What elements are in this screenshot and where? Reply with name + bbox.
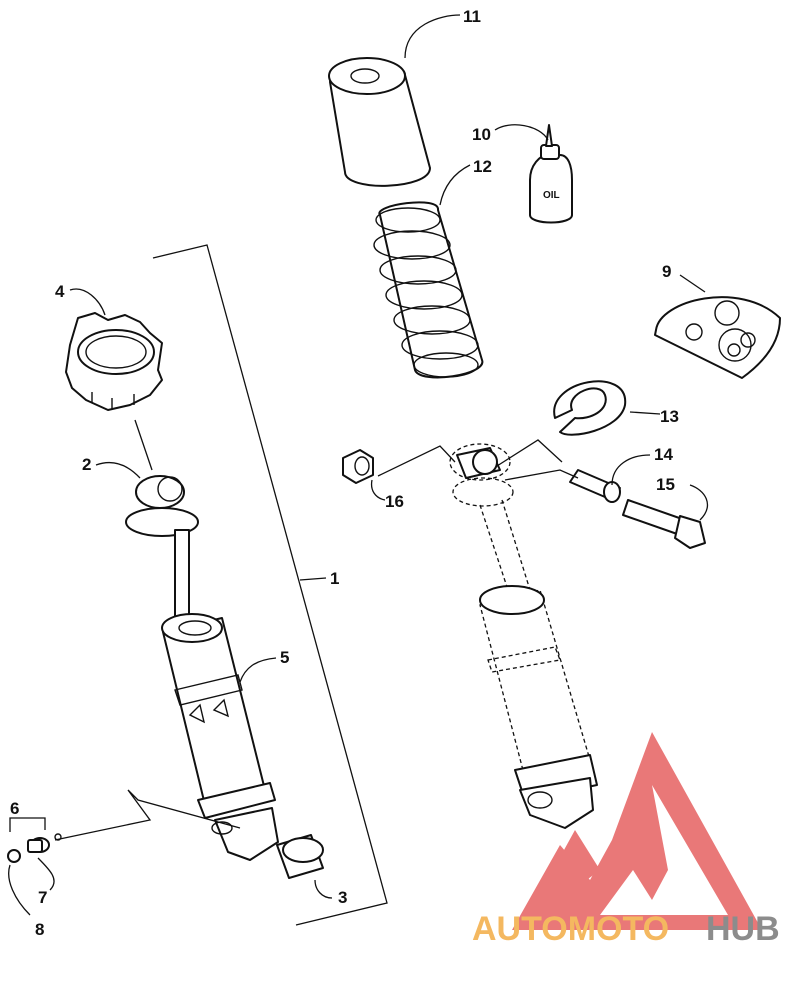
part-14-leader (611, 454, 651, 486)
callout-14: 14 (654, 445, 673, 464)
part-10-oil-bottle: OIL (529, 124, 573, 224)
part-13-spring-retainer (553, 380, 627, 436)
watermark-text-hub: HUB (706, 910, 780, 948)
callout-12: 12 (473, 157, 492, 176)
callout-3: 3 (338, 888, 347, 907)
callout-9: 9 (662, 262, 671, 281)
part-2-bushing (135, 475, 185, 509)
callout-7: 7 (38, 888, 47, 907)
callout-13: 13 (660, 407, 679, 426)
part-12-leader (439, 164, 471, 206)
part-16-nut (342, 449, 374, 484)
part-9-decal-kit (654, 296, 781, 379)
part-6-valve-assembly (7, 789, 241, 916)
part-12-spring (373, 201, 484, 379)
part-13-leader (629, 411, 661, 415)
callout-11: 11 (463, 7, 481, 26)
part-11-leader (404, 14, 461, 59)
part-10-leader (494, 124, 549, 141)
callout-5: 5 (280, 648, 289, 667)
callout-4-leader (69, 288, 106, 316)
callout-3-leader (314, 879, 333, 899)
automotohub-watermark: AUTOMOTO HUB (472, 732, 780, 948)
callout-5-leader (239, 657, 277, 683)
installed-shock-ghost (449, 439, 598, 829)
part-16-label-leader (370, 479, 386, 501)
part-4-leader (134, 419, 153, 471)
watermark-text-automoto: AUTOMOTO (472, 910, 669, 948)
callout-2-leader (95, 462, 141, 479)
part-9-leader (679, 274, 706, 293)
part-11-boot (328, 57, 431, 187)
part-15-bolt (622, 499, 706, 549)
callout-1: 1 (330, 569, 339, 588)
callout-labels: 1 2 3 4 5 6 7 8 9 10 11 12 13 14 15 16 (10, 7, 679, 939)
part-3-bushing (276, 834, 324, 879)
part-15-leader (689, 484, 709, 521)
callout-6: 6 (10, 799, 19, 818)
assembly-bracket (152, 244, 388, 926)
shock-top-eye (125, 507, 199, 623)
callout-10: 10 (472, 125, 491, 144)
part-5-shock-body (161, 613, 279, 861)
part-16-leader (377, 445, 456, 477)
callout-8: 8 (35, 920, 44, 939)
callout-4: 4 (55, 282, 65, 301)
callout-2: 2 (82, 455, 91, 474)
watermark-logo-mark (512, 732, 762, 930)
callout-16: 16 (385, 492, 404, 511)
part-4-adjuster-nut (65, 312, 163, 411)
callout-15: 15 (656, 475, 675, 494)
part-14-spacer (569, 469, 621, 503)
oil-bottle-label: OIL (543, 190, 560, 201)
